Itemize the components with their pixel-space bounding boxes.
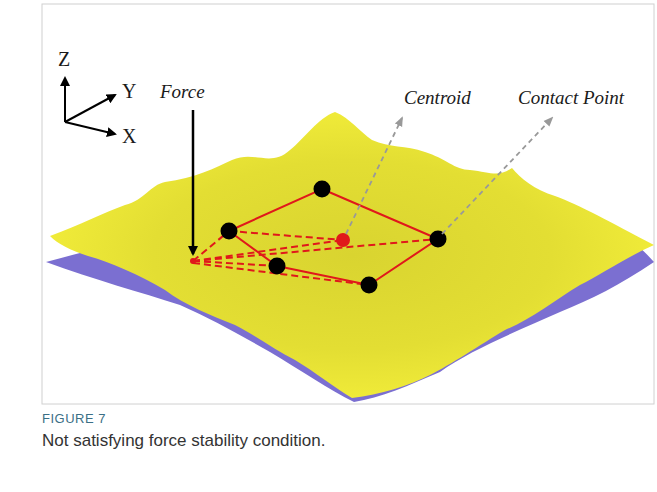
coordinate-axes	[65, 78, 115, 134]
support-polygon	[229, 189, 438, 285]
centroid-point	[336, 233, 350, 247]
contact-points	[221, 181, 447, 294]
axis-label: Y	[122, 80, 136, 102]
force-point	[190, 258, 196, 264]
force-label: Force	[160, 82, 205, 103]
force-arrow	[192, 110, 195, 254]
centroid-label: Centroid	[404, 88, 471, 109]
leader-lines	[346, 118, 552, 234]
figure-number: FIGURE 7	[42, 412, 106, 426]
figure-frame	[42, 4, 654, 404]
contact-point-label: Contact Point	[518, 88, 624, 109]
upper-surface	[50, 112, 654, 398]
figure-caption: Not satisfying force stability condition…	[42, 431, 325, 451]
axis-label: Z	[58, 48, 70, 70]
axis-label: X	[122, 125, 136, 147]
